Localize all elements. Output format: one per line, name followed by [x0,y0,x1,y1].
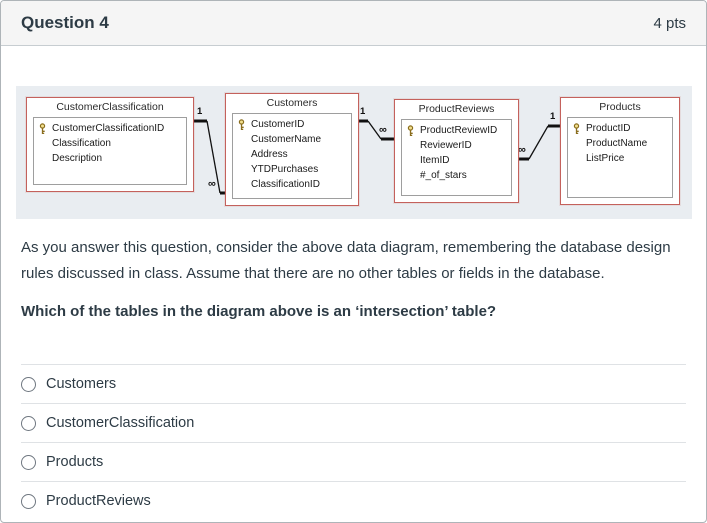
table-field: CustomerName [237,132,349,147]
answer-option-customerclassification[interactable]: CustomerClassification [21,403,686,442]
field-name: ProductName [586,138,648,149]
cardinality-one-label: 1 [550,111,556,122]
field-name: ProductID [586,123,631,134]
answer-option-productreviews[interactable]: ProductReviews [21,481,686,520]
radio-button[interactable] [21,493,36,509]
cardinality-many-label: ∞ [208,178,216,190]
primary-key-icon [406,124,420,137]
radio-button[interactable] [21,454,36,470]
field-name: #_of_stars [420,170,467,181]
table-title: Customers [266,97,318,109]
field-name: ClassificationID [251,179,320,190]
option-label[interactable]: ProductReviews [46,493,151,509]
table-field: CustomerClassificationID [38,121,184,136]
db-table-customerclassification: CustomerClassification CustomerClassific… [26,97,194,192]
table-field: CustomerID [237,117,349,132]
field-name: CustomerName [251,134,322,145]
table-field: ItemID [406,153,509,168]
table-title: CustomerClassification [56,101,164,113]
table-field: ClassificationID [237,177,349,192]
field-name: Address [251,149,288,160]
field-name: CustomerID [251,119,305,130]
db-table-products: Products ProductID ProductName ListPrice [560,97,680,205]
field-name: ItemID [420,155,450,166]
cardinality-many-label: ∞ [379,124,387,136]
table-field-list: CustomerID CustomerName Address YTDPurch… [232,113,352,199]
table-field: ProductName [572,136,670,151]
field-name: Classification [52,138,111,149]
table-field: ProductReviewID [406,123,509,138]
primary-key-icon [572,122,586,135]
field-name: ListPrice [586,153,625,164]
database-diagram: 1 ∞ 1 ∞ ∞ 1 CustomerClassification Custo… [16,86,692,219]
primary-key-icon [38,122,52,135]
question-points: 4 pts [653,14,686,32]
radio-button[interactable] [21,415,36,431]
cardinality-one-label: 1 [360,106,366,117]
answer-options: Customers CustomerClassification Product… [21,364,686,520]
question-header: Question 4 4 pts [1,1,706,46]
table-title: Products [599,101,641,113]
table-field: ReviewerID [406,138,509,153]
cardinality-many-label: ∞ [518,144,526,156]
table-field: Description [38,151,184,166]
table-title: ProductReviews [418,103,495,115]
table-field-list: ProductID ProductName ListPrice [567,117,673,198]
radio-button[interactable] [21,376,36,392]
table-field: Address [237,147,349,162]
question-title: Question 4 [21,13,109,32]
db-table-productreviews: ProductReviews ProductReviewID ReviewerI… [394,99,519,203]
table-field-list: ProductReviewID ReviewerID ItemID #_of_s… [401,119,512,196]
question-intro: As you answer this question, consider th… [21,239,671,282]
cardinality-one-label: 1 [197,106,203,117]
table-field: Classification [38,136,184,151]
field-name: ProductReviewID [420,125,498,136]
question-prompt: Which of the tables in the diagram above… [21,303,497,320]
option-label[interactable]: CustomerClassification [46,415,195,431]
table-field: ProductID [572,121,670,136]
field-name: Description [52,153,103,164]
field-name: YTDPurchases [251,164,319,175]
table-field: #_of_stars [406,168,509,183]
primary-key-icon [237,118,251,131]
relationship-lines [194,119,560,195]
option-label[interactable]: Products [46,454,104,470]
field-name: CustomerClassificationID [52,123,165,134]
table-field-list: CustomerClassificationID Classification … [33,117,187,185]
answer-option-products[interactable]: Products [21,442,686,481]
answer-option-customers[interactable]: Customers [21,364,686,403]
option-label[interactable]: Customers [46,376,117,392]
field-name: ReviewerID [420,140,472,151]
table-field: ListPrice [572,151,670,166]
db-table-customers: Customers CustomerID CustomerName Addres… [225,93,359,206]
table-field: YTDPurchases [237,162,349,177]
